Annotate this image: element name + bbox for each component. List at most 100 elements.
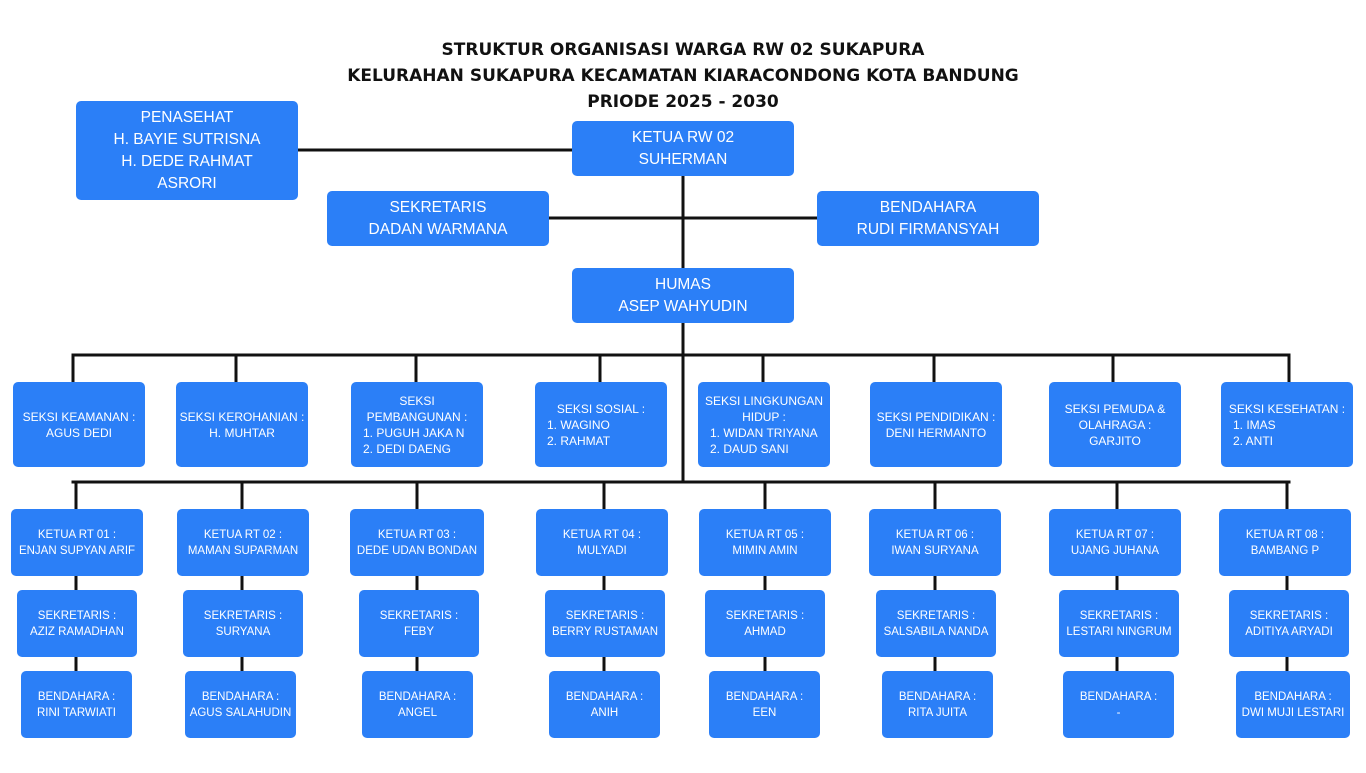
seksi-title: SEKSI SOSIAL : bbox=[556, 401, 646, 416]
seksi-member: GARJITO bbox=[1089, 433, 1141, 448]
bendahara-rt-name: AGUS SALAHUDIN bbox=[189, 706, 292, 719]
sekretaris-rt-label: SEKRETARIS : bbox=[725, 609, 805, 622]
ketua-rt-05-box: KETUA RT 05 : MIMIN AMIN bbox=[699, 509, 831, 576]
ketua-rt-label: KETUA RT 05 : bbox=[725, 528, 805, 541]
ketua-rt-08-box: KETUA RT 08 : BAMBANG P bbox=[1219, 509, 1351, 576]
sekretaris-rt-06-box: SEKRETARIS : SALSABILA NANDA bbox=[876, 590, 996, 657]
ketua-rt-label: KETUA RT 06 : bbox=[895, 528, 975, 541]
sekretaris-rt-05-box: SEKRETARIS : AHMAD bbox=[705, 590, 825, 657]
seksi-keamanan-box: SEKSI KEAMANAN : AGUS DEDI bbox=[13, 382, 145, 467]
bendahara-rt-name: ANIH bbox=[590, 706, 619, 719]
ketua-rt-name: BAMBANG P bbox=[1250, 544, 1320, 557]
humas-name: ASEP WAHYUDIN bbox=[618, 297, 748, 315]
bendahara-rt-06-box: BENDAHARA : RITA JUITA bbox=[882, 671, 993, 738]
sekretaris-rt-08-box: SEKRETARIS : ADITIYA ARYADI bbox=[1229, 590, 1349, 657]
seksi-member: 1. PUGUH JAKA N bbox=[363, 425, 465, 440]
sekretaris-rt-name: BERRY RUSTAMAN bbox=[551, 625, 659, 638]
bendahara-rt-label: BENDAHARA : bbox=[1254, 690, 1332, 703]
bendahara-rt-name: EEN bbox=[752, 706, 777, 719]
bendahara-rt-label: BENDAHARA : bbox=[565, 690, 644, 703]
seksi-title: SEKSI LINGKUNGAN bbox=[704, 393, 824, 408]
ketua-rt-01-box: KETUA RT 01 : ENJAN SUPYAN ARIF bbox=[11, 509, 143, 576]
ketua-rt-label: KETUA RT 01 : bbox=[37, 528, 117, 541]
seksi-title: SEKSI KEROHANIAN : bbox=[179, 409, 305, 424]
ketua-rt-label: KETUA RT 08 : bbox=[1245, 528, 1325, 541]
seksi-kerohanian-box: SEKSI KEROHANIAN : H. MUHTAR bbox=[176, 382, 308, 467]
bendahara-rt-name: DWI MUJI LESTARI bbox=[1241, 706, 1345, 719]
seksi-pembangunan-box: SEKSI PEMBANGUNAN : 1. PUGUH JAKA N 2. D… bbox=[351, 382, 483, 467]
bendahara-rt-08-box: BENDAHARA : DWI MUJI LESTARI bbox=[1236, 671, 1350, 738]
seksi-member: 2. ANTI bbox=[1233, 433, 1274, 448]
sekretaris-rt-name: SURYANA bbox=[215, 625, 271, 638]
bendahara-rw-box: BENDAHARA RUDI FIRMANSYAH bbox=[817, 191, 1039, 246]
seksi-title: PEMBANGUNAN : bbox=[366, 409, 468, 424]
ketua-rt-name: DEDE UDAN BONDAN bbox=[356, 544, 478, 557]
seksi-member: 1. IMAS bbox=[1233, 417, 1276, 432]
bendahara-rt-label: BENDAHARA : bbox=[1079, 690, 1158, 703]
bendahara-rt-07-box: BENDAHARA : - bbox=[1063, 671, 1174, 738]
sekretaris-rt-name: FEBY bbox=[403, 625, 435, 638]
seksi-member: 1. WIDAN TRIYANA bbox=[710, 425, 818, 440]
ketua-rt-label: KETUA RT 07 : bbox=[1075, 528, 1155, 541]
seksi-member: H. MUHTAR bbox=[209, 425, 275, 440]
ketua-rt-label: KETUA RT 03 : bbox=[377, 528, 457, 541]
sekretaris-rw-role: SEKRETARIS bbox=[389, 198, 487, 216]
seksi-member: 2. DEDI DAENG bbox=[363, 441, 452, 456]
sekretaris-rt-name: SALSABILA NANDA bbox=[883, 625, 989, 638]
seksi-kesehatan-box: SEKSI KESEHATAN : 1. IMAS 2. ANTI bbox=[1221, 382, 1353, 467]
bendahara-rt-01-box: BENDAHARA : RINI TARWIATI bbox=[21, 671, 132, 738]
sekretaris-rt-03-box: SEKRETARIS : FEBY bbox=[359, 590, 479, 657]
bendahara-rw-name: RUDI FIRMANSYAH bbox=[856, 220, 1000, 238]
seksi-member: 2. RAHMAT bbox=[547, 433, 611, 448]
seksi-title: SEKSI bbox=[399, 393, 435, 408]
sekretaris-rt-name: ADITIYA ARYADI bbox=[1245, 625, 1333, 638]
seksi-member: DENI HERMANTO bbox=[885, 425, 987, 440]
sekretaris-rw-box: SEKRETARIS DADAN WARMANA bbox=[327, 191, 549, 246]
sekretaris-rt-label: SEKRETARIS : bbox=[37, 609, 117, 622]
bendahara-rt-02-box: BENDAHARA : AGUS SALAHUDIN bbox=[185, 671, 296, 738]
title-line-3: PRIODE 2025 - 2030 bbox=[587, 92, 779, 112]
penasehat-member: H. BAYIE SUTRISNA bbox=[113, 130, 261, 148]
title-line-2: KELURAHAN SUKAPURA KECAMATAN KIARACONDON… bbox=[347, 66, 1019, 86]
ketua-rt-04-box: KETUA RT 04 : MULYADI bbox=[536, 509, 668, 576]
seksi-title: SEKSI KESEHATAN : bbox=[1228, 401, 1346, 416]
ketua-rt-name: MULYADI bbox=[577, 544, 627, 557]
ketua-rt-02-box: KETUA RT 02 : MAMAN SUPARMAN bbox=[177, 509, 309, 576]
bendahara-rt-label: BENDAHARA : bbox=[201, 690, 280, 703]
seksi-member: 1. WAGINO bbox=[547, 417, 610, 432]
penasehat-member: H. DEDE RAHMAT bbox=[121, 152, 253, 170]
ketua-rt-name: MAMAN SUPARMAN bbox=[187, 544, 299, 557]
penasehat-role: PENASEHAT bbox=[140, 108, 234, 126]
seksi-lingkungan-hidup-box: SEKSI LINGKUNGAN HIDUP : 1. WIDAN TRIYAN… bbox=[698, 382, 830, 467]
sekretaris-rt-04-box: SEKRETARIS : BERRY RUSTAMAN bbox=[545, 590, 665, 657]
sekretaris-rt-name: LESTARI NINGRUM bbox=[1066, 625, 1172, 638]
seksi-member: 2. DAUD SANI bbox=[710, 441, 789, 456]
seksi-title: SEKSI KEAMANAN : bbox=[22, 409, 136, 424]
ketua-rt-name: MIMIN AMIN bbox=[732, 544, 798, 557]
sekretaris-rt-name: AHMAD bbox=[744, 625, 786, 638]
seksi-sosial-box: SEKSI SOSIAL : 1. WAGINO 2. RAHMAT bbox=[535, 382, 667, 467]
seksi-title: HIDUP : bbox=[742, 409, 786, 424]
bendahara-rt-name: ANGEL bbox=[398, 706, 437, 719]
sekretaris-rw-name: DADAN WARMANA bbox=[368, 220, 508, 238]
seksi-title: OLAHRAGA : bbox=[1078, 417, 1152, 432]
bendahara-rt-04-box: BENDAHARA : ANIH bbox=[549, 671, 660, 738]
ketua-rw-box: KETUA RW 02 SUHERMAN bbox=[572, 121, 794, 176]
bendahara-rt-label: BENDAHARA : bbox=[378, 690, 457, 703]
sekretaris-rt-07-box: SEKRETARIS : LESTARI NINGRUM bbox=[1059, 590, 1179, 657]
penasehat-box: PENASEHAT H. BAYIE SUTRISNA H. DEDE RAHM… bbox=[76, 101, 298, 200]
bendahara-rt-05-box: BENDAHARA : EEN bbox=[709, 671, 820, 738]
sekretaris-rt-name: AZIZ RAMADHAN bbox=[30, 625, 124, 638]
sekretaris-rt-label: SEKRETARIS : bbox=[565, 609, 645, 622]
bendahara-rt-label: BENDAHARA : bbox=[898, 690, 977, 703]
seksi-pendidikan-box: SEKSI PENDIDIKAN : DENI HERMANTO bbox=[870, 382, 1002, 467]
ketua-rt-label: KETUA RT 02 : bbox=[203, 528, 283, 541]
ketua-rt-03-box: KETUA RT 03 : DEDE UDAN BONDAN bbox=[350, 509, 484, 576]
sekretaris-rt-label: SEKRETARIS : bbox=[203, 609, 283, 622]
seksi-title: SEKSI PEMUDA & bbox=[1064, 401, 1166, 416]
title-line-1: STRUKTUR ORGANISASI WARGA RW 02 SUKAPURA bbox=[441, 40, 925, 60]
seksi-member: AGUS DEDI bbox=[45, 425, 112, 440]
bendahara-rw-role: BENDAHARA bbox=[879, 198, 977, 216]
bendahara-rt-name: RINI TARWIATI bbox=[36, 706, 116, 719]
seksi-title: SEKSI PENDIDIKAN : bbox=[876, 409, 996, 424]
